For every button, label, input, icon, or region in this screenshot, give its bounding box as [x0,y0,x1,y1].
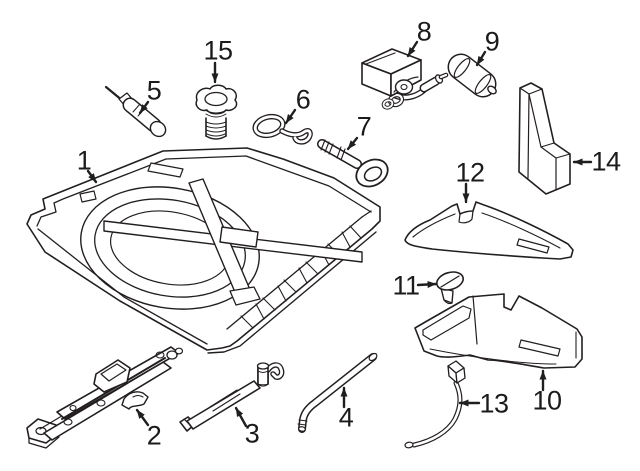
plug-cap-drawing [436,271,464,305]
callout-label-14: 14 [591,146,621,177]
callout-label-8: 8 [416,16,432,47]
jack-handle-drawing [179,362,285,432]
extension-rod-drawing [297,352,378,433]
callout-label-1: 1 [76,145,92,176]
callout-label-6: 6 [295,84,311,115]
foam-tray-right-drawing [414,293,583,369]
foam-block-drawing [518,82,571,195]
foam-tray-upper-drawing [404,201,574,260]
callout-label-4: 4 [338,402,354,433]
callout-arrow-2 [135,408,150,427]
callout-label-2: 2 [146,420,162,451]
tow-hook-drawing [317,139,389,188]
tool-box-drawing [361,48,449,110]
screwdriver-drawing [104,85,167,138]
scissor-jack-drawing [26,346,184,449]
hook-clip-drawing [252,113,313,145]
callout-arrow-1 [86,169,98,184]
callout-label-3: 3 [244,418,260,449]
callout-label-12: 12 [455,157,485,188]
callout-arrow-7 [346,136,359,151]
callout-label-11: 11 [392,270,420,301]
callout-label-5: 5 [146,75,162,106]
canister-drawing [447,53,497,98]
callout-arrow-9 [475,50,487,67]
callout-arrow-11 [416,280,438,288]
callout-label-13: 13 [479,388,509,419]
callout-label-9: 9 [484,26,500,57]
callout-label-10: 10 [532,385,562,416]
callout-label-7: 7 [356,111,372,142]
callout-arrow-3 [234,406,248,428]
callout-arrow-5 [138,100,150,115]
callout-arrow-8 [406,40,419,58]
trunk-floor-tray-drawing [26,147,381,354]
tether-cord-drawing [404,360,466,449]
callout-label-15: 15 [203,35,233,66]
wing-bolt-drawing [195,84,238,140]
callout-arrow-6 [284,108,297,125]
